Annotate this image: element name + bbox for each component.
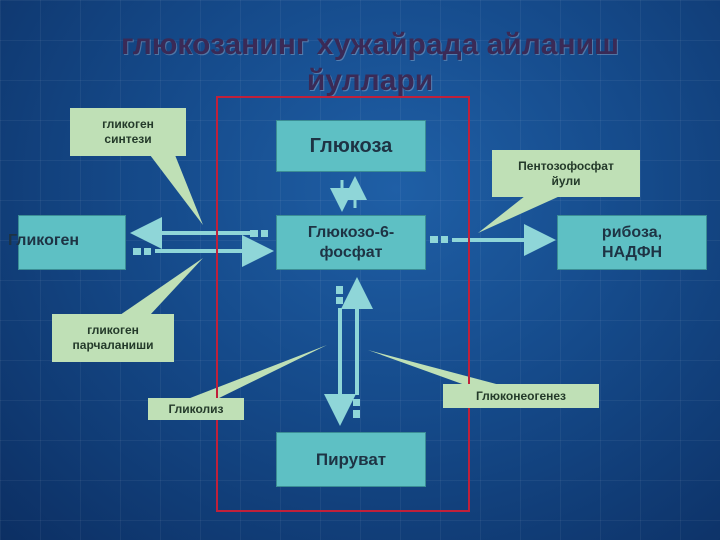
title-line-1: глюкозанинг хужайрада айланиш [120, 28, 620, 61]
node-glucose: Глюкоза [276, 120, 426, 172]
callout-glycogenolysis-line-1: гликоген [87, 323, 139, 337]
arrow-glycogen-to-g6p [133, 235, 274, 267]
callout-glycogen-synthesis-line-2: синтези [104, 132, 152, 146]
node-pyruvate-label: Пируват [315, 449, 387, 469]
callout-gluconeogenesis-label: Глюконеогенез [475, 388, 567, 403]
callout-glycogen-synthesis: гликоген синтези [70, 108, 186, 156]
callout-tail-glycogen-synthesis [150, 155, 203, 225]
node-glucose-6-phosphate: Глюкозо-6- фосфат [276, 215, 426, 270]
arrow-g6p-to-glycogen [130, 217, 268, 249]
callout-pentose-phosphate: Пентозофосфат йули [492, 150, 640, 197]
callout-glycogen-synthesis-line-1: гликоген [102, 117, 154, 131]
node-ribose-line-2: НАДФН [601, 243, 663, 261]
callout-tail-glycolysis [185, 345, 327, 400]
highlight-frame [216, 96, 470, 512]
node-g6p-line-1: Глюкозо-6- [307, 223, 395, 241]
arrow-g6p-to-pyruvate [324, 286, 356, 426]
node-glycogen-label: Гликоген [8, 232, 80, 249]
callout-glycolysis-label: Гликолиз [168, 401, 224, 416]
callout-tail-gluconeogenesis [368, 350, 500, 385]
callout-glycogenolysis-line-2: парчаланиши [72, 338, 154, 352]
callout-gluconeogenesis: Глюконеогенез [443, 384, 599, 408]
callout-glycolysis: Гликолиз [148, 398, 244, 420]
node-ribose-nadph: рибоза, НАДФН [557, 215, 707, 270]
node-g6p-line-2: фосфат [319, 243, 383, 261]
callout-pentose-line-2: йули [551, 173, 581, 188]
arrow-pyruvate-to-g6p [341, 277, 373, 418]
node-pyruvate: Пируват [276, 432, 426, 487]
node-glucose-label: Глюкоза [309, 134, 393, 157]
callout-tail-pentose [478, 196, 560, 233]
callout-tail-glycogenolysis [120, 258, 203, 315]
node-ribose-line-1: рибоза, [601, 223, 663, 241]
node-glycogen [18, 215, 126, 270]
title-line-2: йуллари [306, 64, 434, 97]
callout-pentose-line-1: Пентозофосфат [518, 158, 614, 173]
callout-glycogenolysis: гликоген парчаланиши [52, 314, 174, 362]
